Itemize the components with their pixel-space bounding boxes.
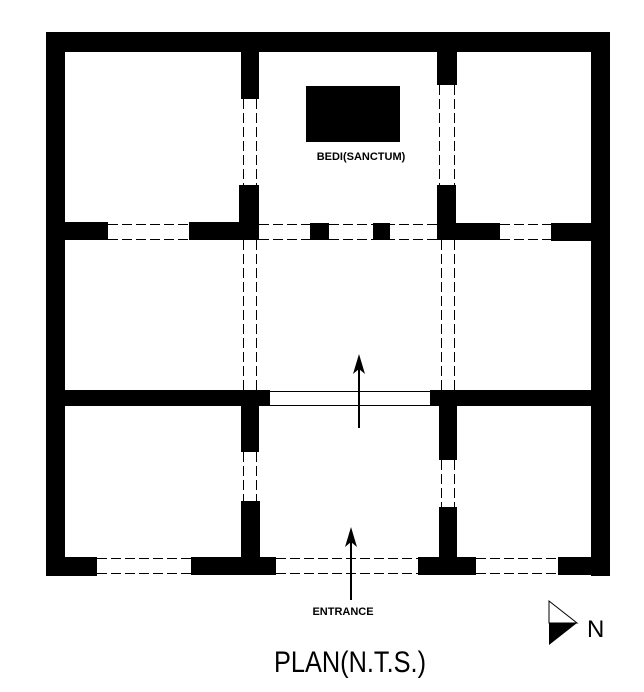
- wall: [437, 52, 457, 85]
- outer-wall-left: [46, 32, 65, 576]
- outer-wall-right: [591, 32, 610, 576]
- dashed-opening: [243, 452, 455, 507]
- wall: [241, 52, 259, 99]
- wall: [551, 223, 591, 241]
- wall: [189, 222, 259, 240]
- north-label: N: [587, 616, 604, 643]
- wall: [241, 406, 259, 452]
- wall: [241, 501, 260, 560]
- north-arrow-icon: [548, 599, 579, 645]
- main-opening: [270, 391, 430, 406]
- entrance-label: ENTRANCE: [312, 606, 373, 618]
- wall: [439, 507, 457, 560]
- wall: [65, 222, 108, 240]
- arrow-icon: [353, 354, 365, 428]
- dashed-opening: [243, 240, 455, 390]
- sanctum-label: BEDI(SANCTUM): [317, 151, 406, 163]
- dashed-opening: [97, 558, 558, 574]
- wall: [191, 557, 276, 575]
- walls: [46, 32, 610, 576]
- dashed-opening: [108, 224, 551, 240]
- wall: [65, 390, 270, 406]
- wall: [558, 557, 610, 575]
- pillar: [310, 223, 329, 240]
- wall: [439, 406, 457, 460]
- sanctum-block: [306, 86, 400, 142]
- entrance-arrow-icon: [345, 527, 357, 600]
- plan-title: PLAN(N.T.S.): [274, 646, 426, 679]
- wall: [418, 557, 476, 575]
- wall: [430, 390, 591, 406]
- openings: [97, 85, 558, 574]
- outer-wall-top: [46, 32, 610, 52]
- wall: [437, 223, 500, 240]
- pillar: [373, 223, 390, 240]
- dashed-opening: [243, 85, 455, 185]
- wall: [46, 557, 97, 576]
